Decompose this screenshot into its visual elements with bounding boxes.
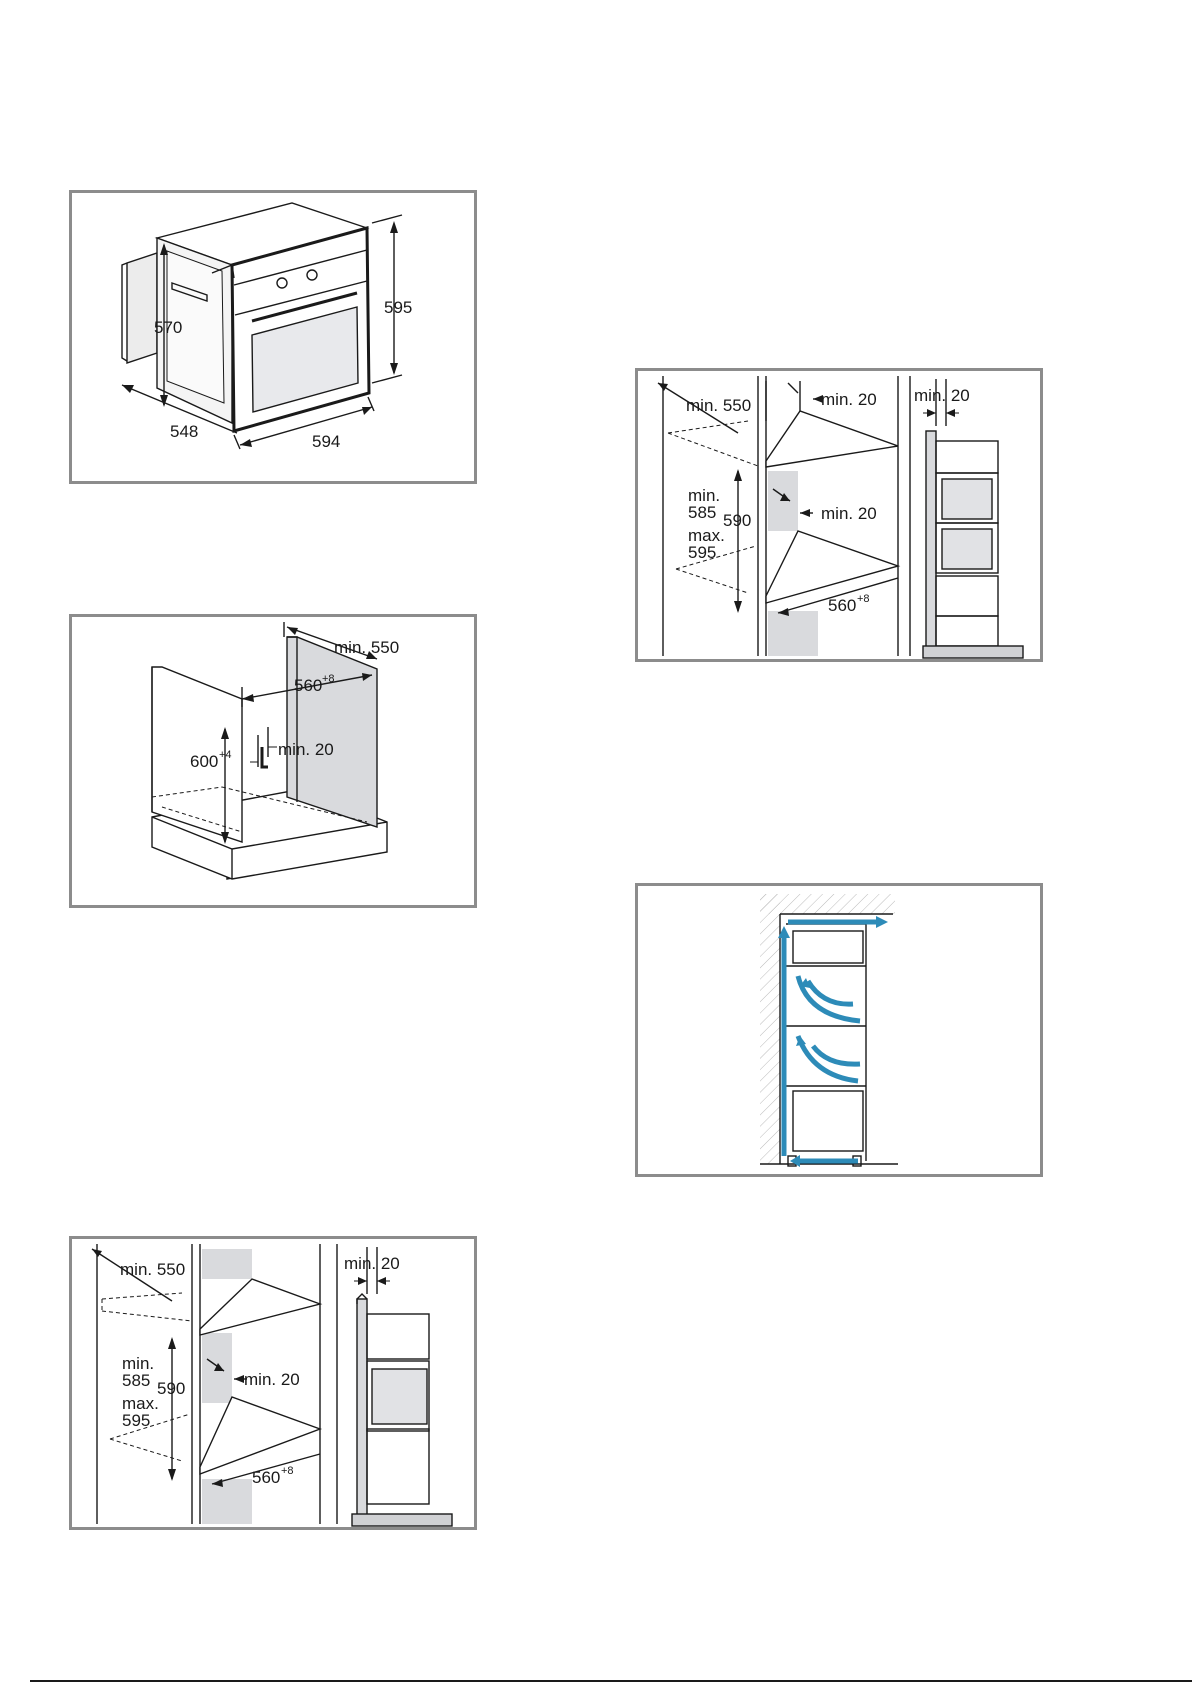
oven-dimensions-drawing: 595 570 548 594 bbox=[72, 193, 474, 481]
footer-rule bbox=[30, 1680, 1192, 1682]
figure-oven-dimensions: 595 570 548 594 bbox=[69, 190, 477, 484]
label-min-gap-20: min. 20 bbox=[278, 740, 334, 759]
label-height-590: 590 bbox=[723, 511, 751, 530]
tall-unit-single-drawing: min. 550 min. 585 590 max. 595 min. 20 5… bbox=[72, 1239, 474, 1527]
label-niche-width-560: 560 bbox=[828, 596, 856, 615]
label-min-gap-side: min. 20 bbox=[344, 1254, 400, 1273]
label-max-595: 595 bbox=[122, 1411, 150, 1430]
label-height-595: 595 bbox=[384, 298, 412, 317]
label-min-gap-top: min. 20 bbox=[821, 390, 877, 409]
tall-unit-double-drawing: min. 550 min. 20 min. 585 590 max. 595 m… bbox=[638, 371, 1040, 659]
ventilation-drawing bbox=[638, 886, 1040, 1174]
label-niche-width-tol: +8 bbox=[322, 673, 335, 685]
label-width-594: 594 bbox=[312, 432, 340, 451]
label-min-gap-inner: min. 20 bbox=[821, 504, 877, 523]
label-niche-width-560: 560 bbox=[252, 1468, 280, 1487]
figure-ventilation bbox=[635, 883, 1043, 1177]
label-inner-height-570: 570 bbox=[154, 318, 182, 337]
label-depth-548: 548 bbox=[170, 422, 198, 441]
air-flow-arrows bbox=[778, 916, 888, 1167]
figure-tall-unit-single: min. 550 min. 585 590 max. 595 min. 20 5… bbox=[69, 1236, 477, 1530]
label-niche-height-tol: +4 bbox=[219, 749, 232, 761]
label-niche-width-560: 560 bbox=[294, 676, 322, 695]
label-min-depth-550: min. 550 bbox=[334, 638, 399, 657]
under-counter-drawing: min. 550 560 +8 600 +4 min. 20 bbox=[72, 617, 474, 905]
figure-tall-unit-double: min. 550 min. 20 min. 585 590 max. 595 m… bbox=[635, 368, 1043, 662]
label-min-585: 585 bbox=[688, 503, 716, 522]
label-niche-width-tol: +8 bbox=[857, 593, 870, 605]
label-niche-height-600: 600 bbox=[190, 752, 218, 771]
label-min-gap-inner: min. 20 bbox=[244, 1370, 300, 1389]
label-min-585: 585 bbox=[122, 1371, 150, 1390]
label-niche-width-tol: +8 bbox=[281, 1465, 294, 1477]
label-min-depth-550: min. 550 bbox=[686, 396, 751, 415]
label-height-590: 590 bbox=[157, 1379, 185, 1398]
label-max-595: 595 bbox=[688, 543, 716, 562]
label-min-depth-550: min. 550 bbox=[120, 1260, 185, 1279]
figure-under-counter: min. 550 560 +8 600 +4 min. 20 bbox=[69, 614, 477, 908]
label-min-gap-side: min. 20 bbox=[914, 386, 970, 405]
